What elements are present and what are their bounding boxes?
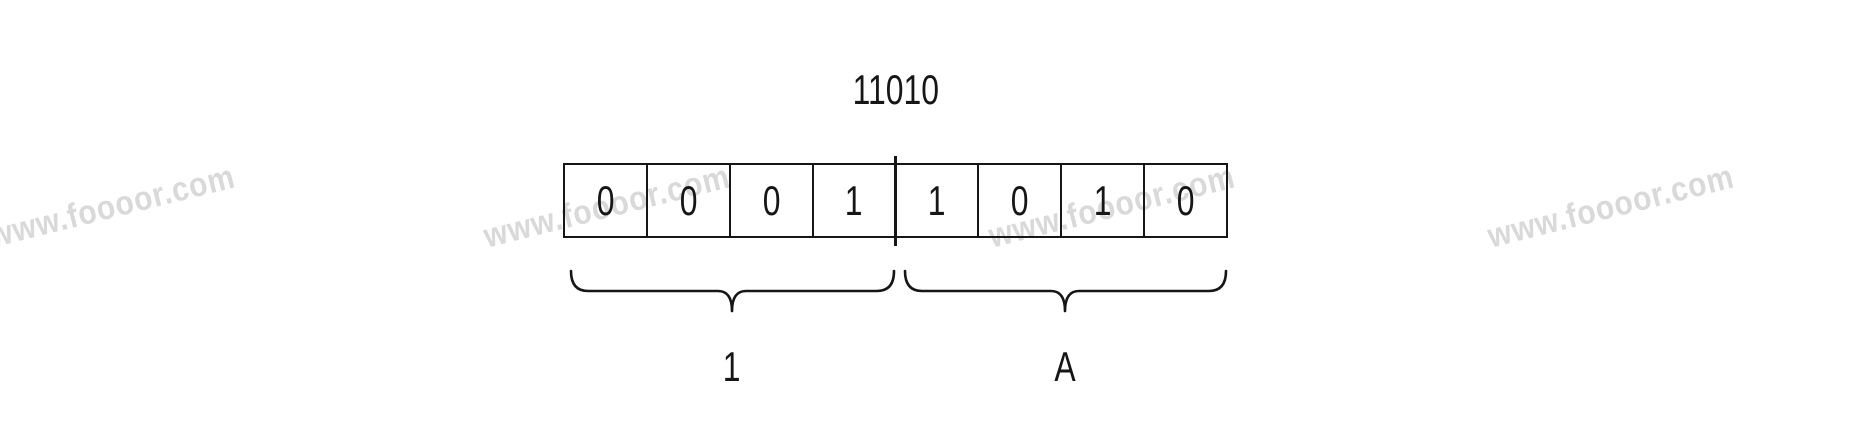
left-underbrace: [569, 269, 896, 313]
group-label-hex-1: 1: [662, 346, 802, 388]
bit-value: 0: [679, 176, 698, 224]
bit-cell: 0: [648, 165, 731, 236]
bit-value: 1: [928, 176, 946, 224]
bit-value: 0: [596, 176, 615, 224]
watermark-text: www.foooor.com: [0, 157, 239, 256]
binary-number-text: 11010: [852, 66, 939, 113]
bit-value: 1: [1093, 176, 1112, 224]
nibble-divider-tick: [894, 156, 897, 246]
bit-cell: 0: [565, 165, 648, 236]
group-label-hex-a: A: [995, 346, 1135, 388]
bit-cell: 1: [814, 165, 897, 236]
right-underbrace: [903, 269, 1228, 313]
bit-value: 1: [845, 176, 863, 224]
bit-cell: 0: [731, 165, 814, 236]
watermark-text: www.foooor.com: [1483, 157, 1738, 256]
bit-cell: 0: [979, 165, 1063, 236]
bit-cell: 1: [897, 165, 980, 236]
bit-cell: 0: [1145, 165, 1226, 236]
bit-cell: 1: [1062, 165, 1146, 236]
bit-value: 0: [1010, 176, 1029, 224]
bit-value: 0: [762, 176, 781, 224]
bit-value: 0: [1176, 176, 1195, 224]
figure-title: 11010: [563, 69, 1228, 111]
group-label-text: A: [1054, 343, 1076, 390]
group-label-text: 1: [723, 343, 741, 390]
